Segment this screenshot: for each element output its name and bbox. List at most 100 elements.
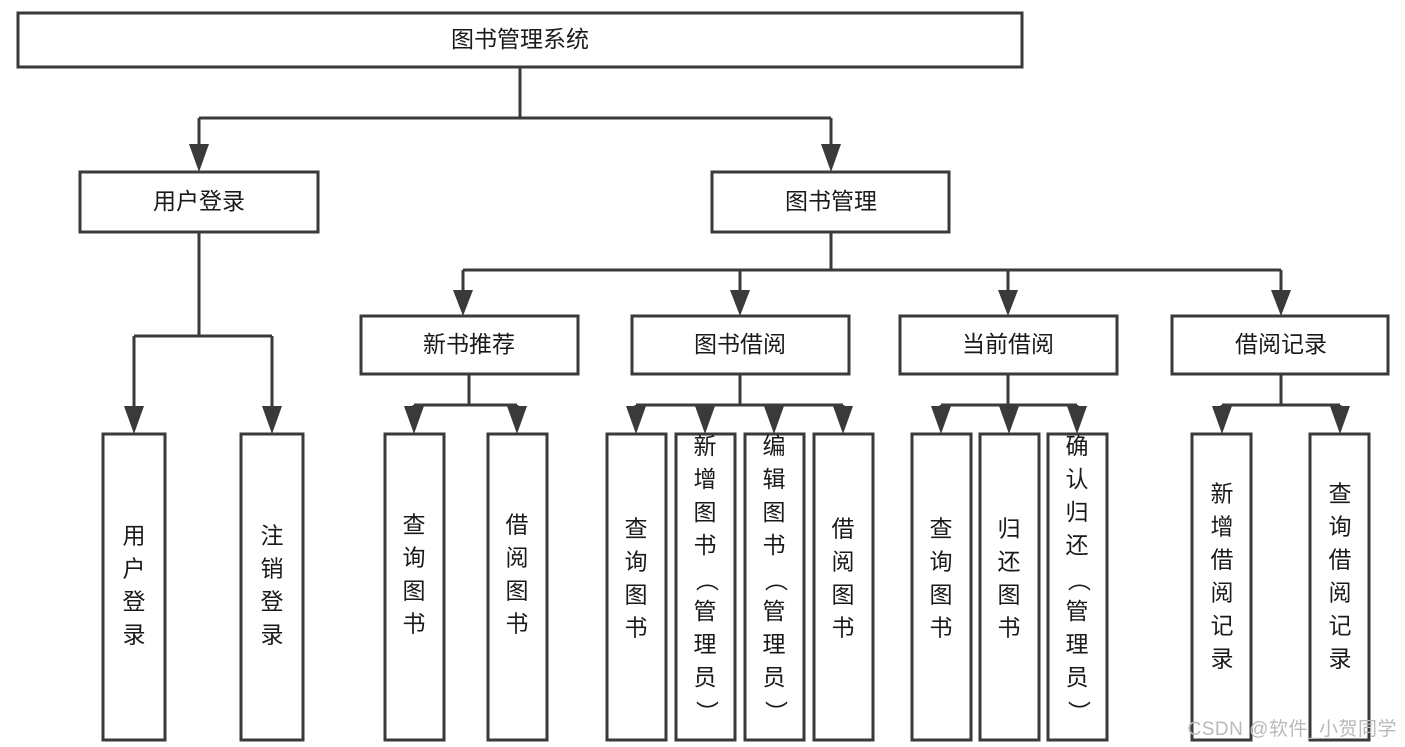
arrow-head-book-borrow <box>730 290 750 316</box>
node-book-borrow-box[interactable] <box>630 314 851 376</box>
arrow-head-leaf-query-book-2 <box>626 406 646 434</box>
vertical-label-char: 阅 <box>832 549 855 575</box>
vertical-label-char: 图 <box>506 578 529 604</box>
node-book-borrow[interactable]: 图书借阅 <box>630 314 851 376</box>
node-leaf-logout-login-box[interactable] <box>239 432 305 742</box>
vertical-label-char: 询 <box>625 549 648 575</box>
node-leaf-user-login-label: 用户登录 <box>123 523 146 648</box>
node-leaf-user-login-box[interactable] <box>101 432 167 742</box>
node-book-management-label: 图书管理 <box>785 188 877 214</box>
node-leaf-edit-book-box[interactable] <box>743 432 806 742</box>
node-leaf-add-record-box[interactable] <box>1190 432 1253 742</box>
connector-layer <box>124 67 1350 434</box>
vertical-label-char: 阅 <box>1329 580 1352 606</box>
vertical-label-char: 销 <box>261 556 284 582</box>
vertical-label-char: 查 <box>930 516 953 542</box>
vertical-label-char: 录 <box>1329 646 1352 672</box>
node-user-login-box[interactable] <box>78 170 320 234</box>
node-root-box[interactable] <box>16 11 1024 69</box>
vertical-label-char: 图 <box>403 578 426 604</box>
node-leaf-query-book-2-box[interactable] <box>605 432 668 742</box>
node-leaf-query-book-1-box[interactable] <box>383 432 446 742</box>
vertical-label-char: 员 <box>1066 664 1089 690</box>
vertical-label-char: 理 <box>1066 631 1089 657</box>
arrow-head-leaf-logout-login <box>262 406 282 434</box>
vertical-label-char: 借 <box>1329 547 1352 573</box>
node-current-borrow-box[interactable] <box>898 314 1119 376</box>
vertical-label-char: （ <box>694 569 720 592</box>
node-leaf-add-book-box[interactable] <box>674 432 737 742</box>
arrow-head-leaf-confirm-return <box>1067 406 1087 434</box>
vertical-label-char: 户 <box>123 556 146 582</box>
arrow-head-leaf-query-book-3 <box>931 406 951 434</box>
arrow-head-leaf-query-book-1 <box>404 406 424 434</box>
arrow-head-new-book-recommend <box>453 290 473 316</box>
vertical-label-char: 记 <box>1211 613 1234 639</box>
vertical-label-char: 确 <box>1066 433 1089 459</box>
node-book-management[interactable]: 图书管理 <box>710 170 951 234</box>
vertical-label-char: 增 <box>1211 514 1234 540</box>
node-new-book-recommend[interactable]: 新书推荐 <box>359 314 580 376</box>
node-borrow-record-label: 借阅记录 <box>1235 331 1327 357</box>
vertical-label-char: 书 <box>930 615 953 641</box>
vertical-label-char: 图 <box>930 582 953 608</box>
node-leaf-user-login[interactable]: 用户登录 <box>101 432 167 742</box>
vertical-label-char: 增 <box>694 466 717 492</box>
vertical-label-char: 书 <box>998 615 1021 641</box>
vertical-label-char: 图 <box>763 499 786 525</box>
node-borrow-record-box[interactable] <box>1170 314 1390 376</box>
vertical-label-char: 书 <box>625 615 648 641</box>
node-new-book-recommend-box[interactable] <box>359 314 580 376</box>
node-leaf-borrow-book-2-box[interactable] <box>812 432 875 742</box>
node-leaf-confirm-return-box[interactable] <box>1046 432 1109 742</box>
vertical-label-char: 录 <box>1211 646 1234 672</box>
node-current-borrow[interactable]: 当前借阅 <box>898 314 1119 376</box>
vertical-label-char: 借 <box>506 512 529 538</box>
vertical-label-char: （ <box>1066 569 1092 592</box>
arrow-head-leaf-query-record <box>1330 406 1350 434</box>
vertical-label-char: （ <box>763 569 789 592</box>
vertical-label-char: ） <box>694 701 720 724</box>
vertical-label-char: 借 <box>1211 547 1234 573</box>
node-book-management-box[interactable] <box>710 170 951 234</box>
node-leaf-borrow-book-1-box[interactable] <box>486 432 549 742</box>
node-borrow-record[interactable]: 借阅记录 <box>1170 314 1390 376</box>
arrow-head-user-login <box>189 144 209 172</box>
vertical-label-char: 图 <box>998 582 1021 608</box>
node-user-login-label: 用户登录 <box>153 188 245 214</box>
vertical-label-char: ） <box>763 701 789 724</box>
vertical-label-char: 图 <box>625 582 648 608</box>
arrow-head-leaf-edit-book <box>764 406 784 434</box>
node-user-login[interactable]: 用户登录 <box>78 170 320 234</box>
vertical-label-char: 记 <box>1329 613 1352 639</box>
arrow-head-borrow-record <box>1271 290 1291 316</box>
node-leaf-query-record-box[interactable] <box>1308 432 1371 742</box>
node-leaf-return-book-box[interactable] <box>978 432 1041 742</box>
node-leaf-query-book-3-box[interactable] <box>910 432 973 742</box>
vertical-label-char: 借 <box>832 516 855 542</box>
vertical-label-char: 理 <box>763 631 786 657</box>
node-root[interactable]: 图书管理系统 <box>16 11 1024 69</box>
vertical-label-char: 新 <box>694 433 717 459</box>
